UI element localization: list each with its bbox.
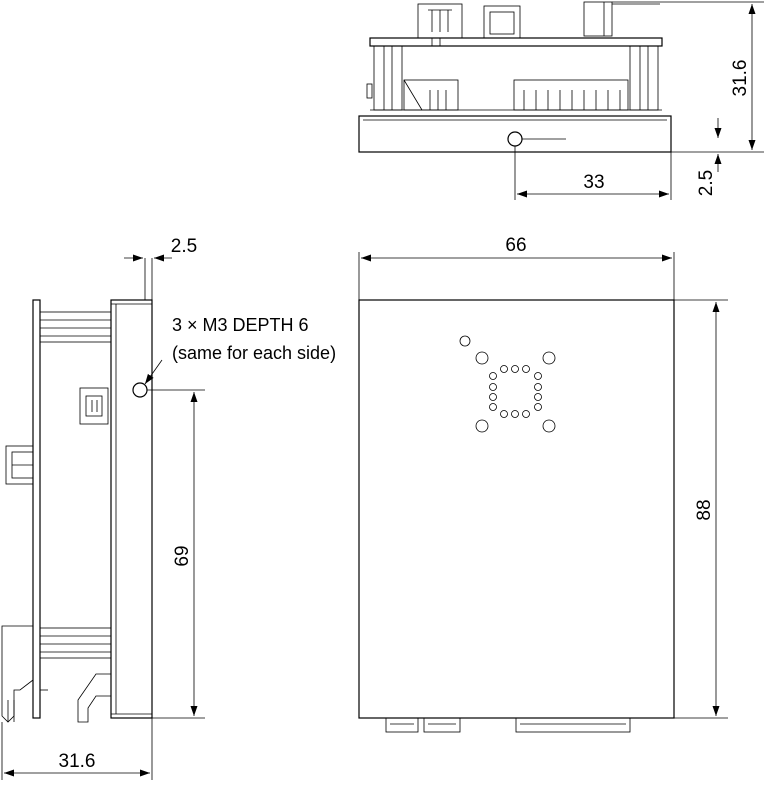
top-board — [369, 37, 663, 47]
side-view: 3 × M3 DEPTH 6 (same for each side) 2.5 … — [1, 236, 336, 780]
side-enclosure — [110, 299, 153, 719]
side-bracket-left — [1, 625, 34, 723]
dim-top-base: 2.5 — [696, 170, 717, 196]
top-screw-hole — [507, 131, 523, 147]
front-panel — [358, 299, 675, 719]
side-screw-hole — [132, 382, 148, 398]
dim-top-offset: 33 — [583, 172, 604, 193]
dim-front-width: 66 — [505, 235, 526, 256]
note-same-each-side: (same for each side) — [172, 343, 336, 363]
front-connector-3 — [515, 717, 631, 733]
front-hole-pattern — [459, 335, 556, 433]
dim-front-height: 88 — [694, 499, 715, 520]
note-m3-depth: 3 × M3 DEPTH 6 — [172, 315, 309, 335]
dim-side-depth: 31.6 — [59, 751, 96, 772]
side-board — [32, 299, 41, 719]
front-view: 66 88 — [358, 235, 728, 733]
top-view: 31.6 2.5 33 — [358, 1, 764, 200]
dim-side-wall: 2.5 — [171, 236, 197, 257]
top-header-strip — [513, 79, 629, 111]
front-connector-1 — [385, 717, 419, 733]
side-connector-small — [79, 387, 109, 425]
dim-top-height: 31.6 — [730, 60, 751, 97]
side-bracket-right — [77, 673, 112, 723]
top-connector-center — [483, 5, 521, 39]
note-leader — [144, 359, 163, 385]
front-connector-2 — [423, 717, 461, 733]
dim-side-hole-height: 69 — [172, 545, 193, 566]
top-connector-right — [583, 1, 613, 37]
